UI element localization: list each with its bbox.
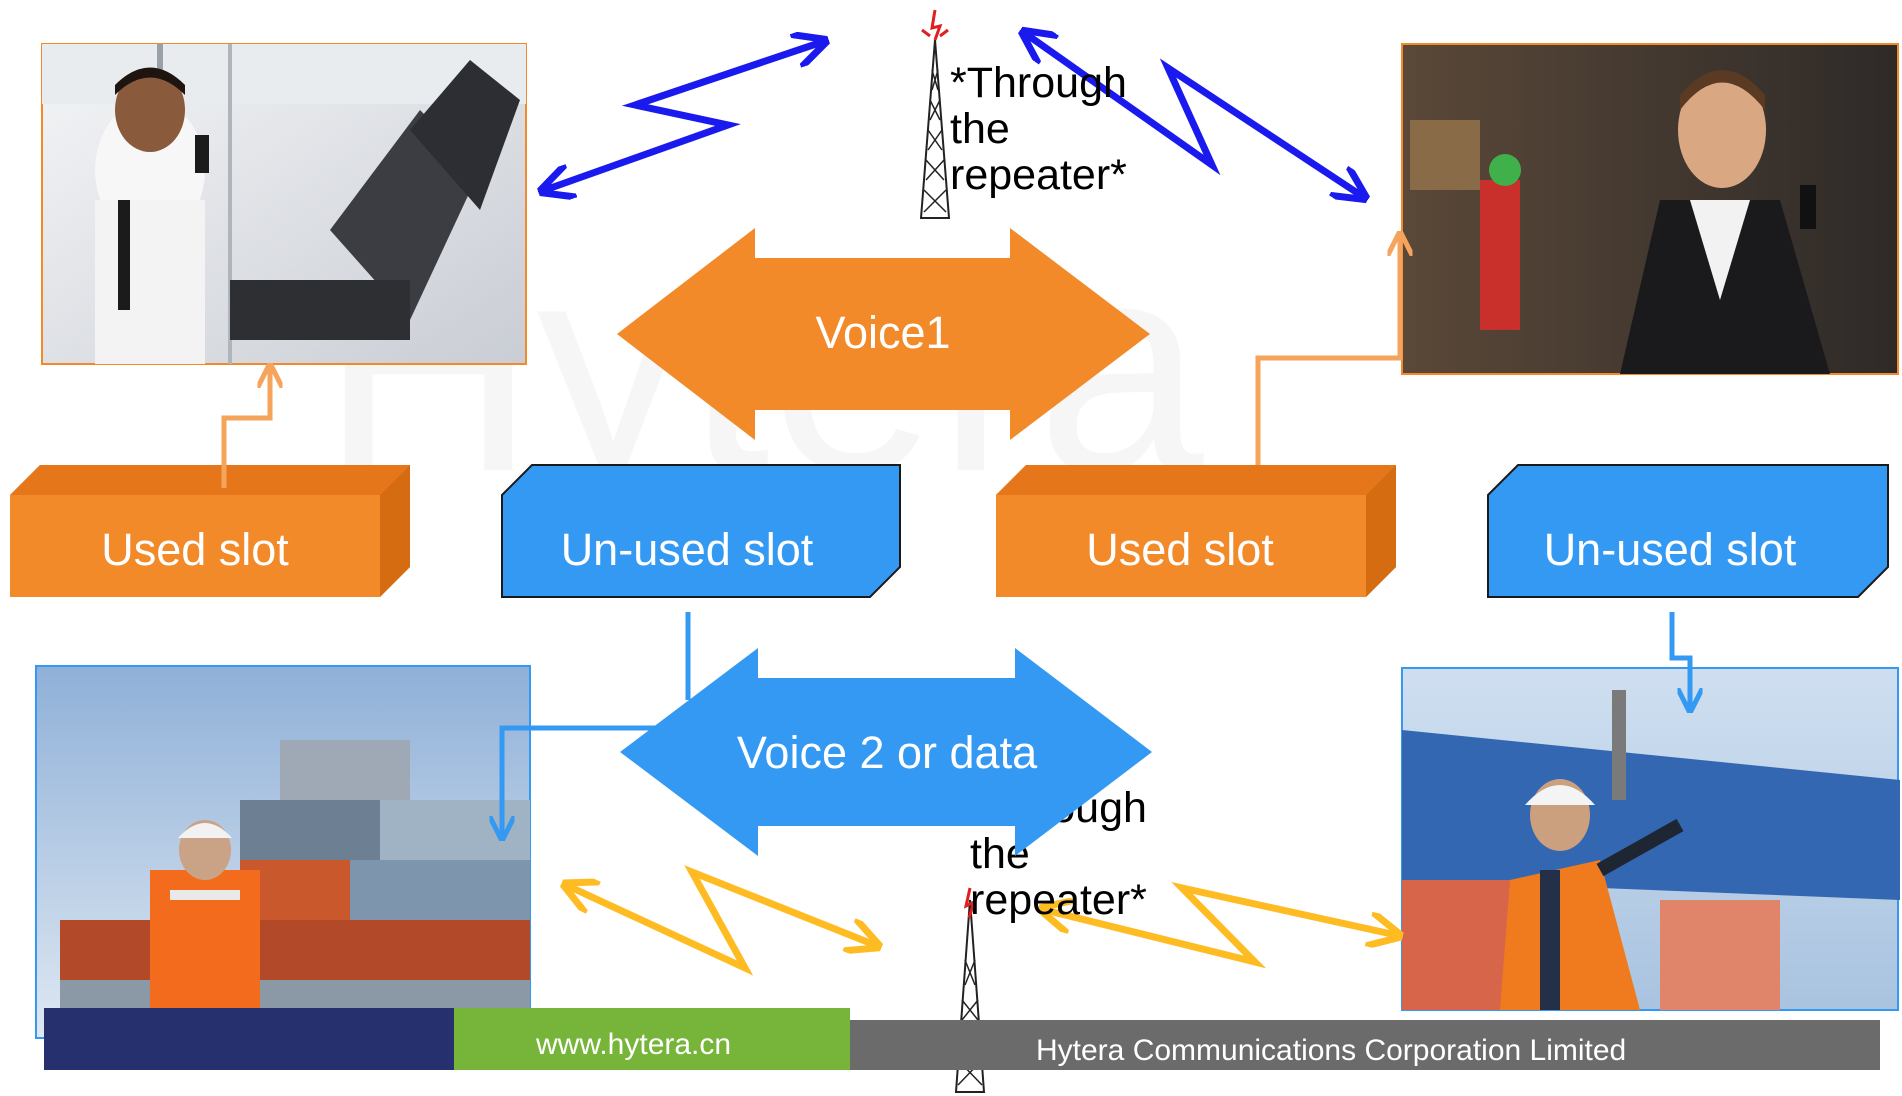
footer-bar: www.hytera.cn Hytera Communications Corp… [44, 1008, 1880, 1070]
voice2-arrow [620, 648, 1152, 856]
photo-businessman [1401, 43, 1899, 375]
link-guard-to-repeater [545, 42, 822, 190]
connector-slot3-to-businessman [1255, 236, 1400, 465]
photo-port-worker [1401, 667, 1900, 1011]
slot-3-label: Used slot [1086, 524, 1274, 575]
link-repeater-to-businessman [1026, 34, 1362, 196]
slot-2-label: Un-used slot [561, 524, 814, 575]
connector-slot1-to-guard [221, 368, 270, 488]
slot-1-used: Used slot [10, 465, 410, 597]
photo-security-guard [41, 43, 527, 365]
slot-4-label: Un-used slot [1544, 524, 1797, 575]
photo-container-worker [35, 665, 531, 1039]
slot-2-unused: Un-used slot [501, 464, 901, 598]
link-container-worker-to-repeater [568, 865, 875, 976]
footer-company: Hytera Communications Corporation Limite… [1036, 1034, 1626, 1067]
voice2-label: Voice 2 or data [737, 727, 1038, 778]
repeater-note-top: *Through the repeater* [950, 59, 1139, 199]
voice1-arrow [617, 228, 1150, 440]
repeater-tower-top [919, 9, 951, 219]
voice1-label: Voice1 [815, 307, 950, 358]
footer-website: www.hytera.cn [535, 1028, 731, 1061]
link-repeater-to-port-worker [1045, 882, 1396, 969]
connector-to-container-worker [502, 725, 660, 836]
connector-slot4-to-port-worker [1669, 612, 1690, 708]
slot-1-label: Used slot [101, 524, 289, 575]
slot-3-used: Used slot [996, 465, 1396, 597]
slot-4-unused: Un-used slot [1487, 464, 1889, 598]
